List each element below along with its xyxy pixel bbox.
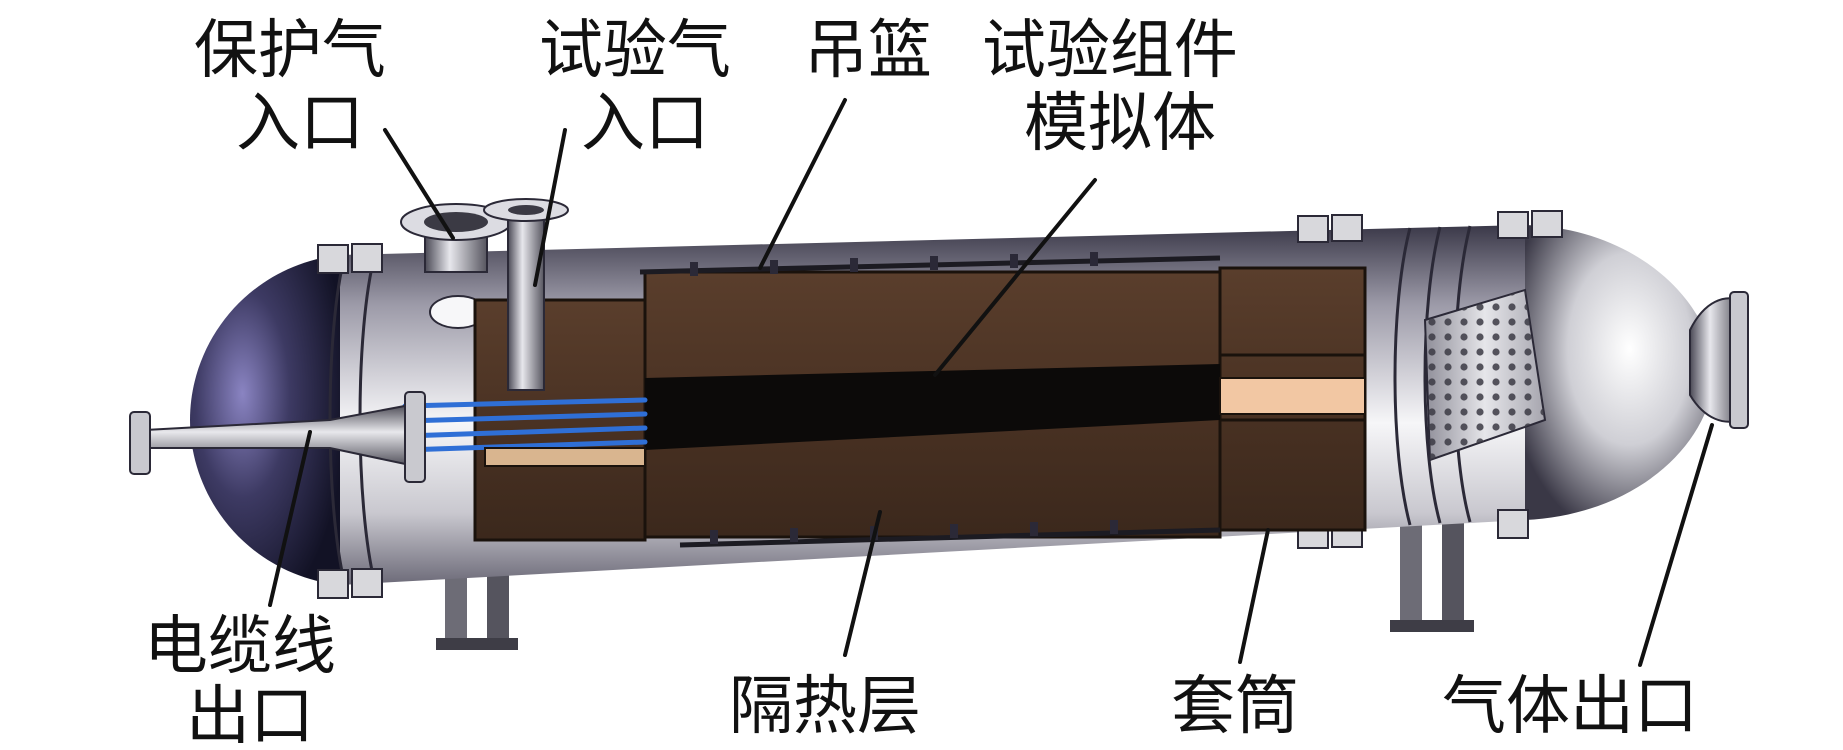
test-gas-inlet-pipe bbox=[483, 198, 569, 391]
flange-clamps bbox=[317, 210, 1563, 599]
gas-outlet-nozzle bbox=[1689, 291, 1749, 429]
test-assembly-simulator-core bbox=[645, 364, 1220, 450]
sleeve-insert bbox=[1219, 377, 1366, 415]
shield-gas-inlet-nozzle bbox=[400, 203, 512, 329]
leader-insulation-layer bbox=[843, 510, 882, 657]
label-shield-gas-inlet: 保护气 入口 bbox=[194, 14, 406, 161]
label-insulation-layer: 隔热层 bbox=[729, 670, 921, 744]
label-cable-outlet: 电缆线 出口 bbox=[144, 610, 356, 750]
leader-cable-outlet bbox=[268, 430, 312, 607]
label-test-gas-inlet: 试验气 入口 bbox=[539, 14, 751, 161]
heater-bundle-sheath bbox=[484, 447, 646, 467]
leader-shield-gas-inlet bbox=[383, 128, 455, 240]
label-gas-outlet: 气体出口 bbox=[1442, 670, 1698, 744]
left-vessel-head bbox=[190, 255, 340, 585]
heater-pipes bbox=[402, 397, 648, 453]
leader-lines bbox=[268, 98, 1714, 667]
leader-sleeve bbox=[1238, 528, 1270, 664]
support-legs bbox=[436, 520, 1474, 650]
perforated-cone bbox=[1423, 288, 1547, 462]
label-basket: 吊篮 bbox=[804, 14, 932, 88]
leader-test-gas-inlet bbox=[533, 128, 567, 287]
label-sleeve: 套筒 bbox=[1171, 670, 1299, 744]
right-vessel-head bbox=[1525, 225, 1715, 520]
leader-test-assembly-simulator bbox=[933, 178, 1097, 377]
label-test-assembly-simulator: 试验组件 模拟体 bbox=[982, 14, 1258, 161]
leader-gas-outlet bbox=[1638, 423, 1714, 667]
leader-basket bbox=[758, 98, 847, 270]
cable-outlet-pipe bbox=[129, 391, 426, 483]
